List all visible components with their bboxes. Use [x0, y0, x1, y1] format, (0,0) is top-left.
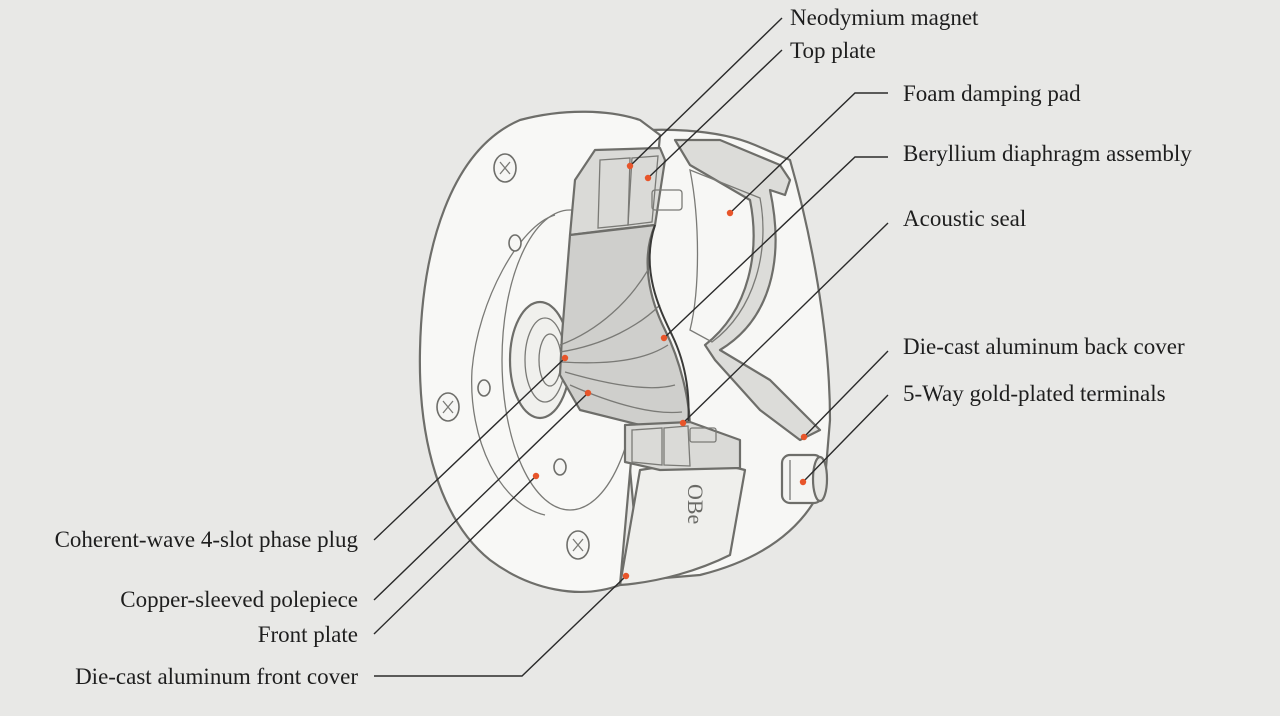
leader-front-cover — [374, 575, 627, 677]
label-gold-plated-terminals: 5-Way gold-plated terminals — [903, 381, 1166, 406]
top-plate-block — [627, 155, 659, 226]
label-beryllium-diaphragm-assembly: Beryllium diaphragm assembly — [903, 141, 1192, 166]
cutaway-lower-block — [623, 420, 742, 472]
dot-beryllium-diaphragm — [660, 334, 668, 342]
phase-plug-slots — [559, 269, 683, 414]
label-foam-damping-pad: Foam damping pad — [903, 81, 1081, 106]
dot-neodymium-magnet — [626, 162, 634, 170]
terminal-post — [780, 453, 829, 505]
label-phase-plug: Coherent-wave 4-slot phase plug — [55, 527, 359, 552]
foam-pad-area — [689, 168, 764, 343]
dot-polepiece — [584, 389, 592, 397]
leader-acoustic-seal — [682, 222, 889, 424]
marker-dots — [532, 162, 808, 580]
upper-coil — [651, 189, 683, 211]
label-neodymium-magnet: Neodymium magnet — [790, 5, 979, 30]
tweeter-illustration: OBe — [418, 110, 832, 593]
leader-foam-damping-pad — [729, 92, 888, 214]
dot-foam-damping-pad — [726, 209, 734, 217]
dot-acoustic-seal — [679, 419, 687, 427]
leader-neodymium-magnet — [629, 17, 783, 167]
leader-phase-plug — [373, 357, 566, 541]
dot-top-plate — [644, 174, 652, 182]
leader-lines — [373, 17, 889, 677]
rim-engraving: OBe — [683, 484, 708, 524]
dot-back-cover — [800, 433, 808, 441]
label-acoustic-seal: Acoustic seal — [903, 206, 1026, 231]
leader-terminals — [802, 394, 889, 483]
face-inner-ring — [471, 214, 556, 516]
leader-top-plate — [647, 49, 783, 179]
callout-labels: Neodymium magnet Top plate Foam damping … — [55, 5, 1193, 689]
leader-back-cover — [803, 350, 889, 438]
label-die-cast-aluminum-front-cover: Die-cast aluminum front cover — [75, 664, 358, 689]
dot-front-plate — [532, 472, 540, 480]
label-copper-sleeved-polepiece: Copper-sleeved polepiece — [120, 587, 358, 612]
label-top-plate: Top plate — [790, 38, 876, 63]
label-front-plate: Front plate — [258, 622, 358, 647]
diaphragm-dome — [648, 224, 690, 431]
leader-polepiece — [373, 392, 589, 601]
label-die-cast-aluminum-back-cover: Die-cast aluminum back cover — [903, 334, 1185, 359]
leader-beryllium-diaphragm — [663, 156, 888, 339]
faceplate-screws — [436, 153, 590, 560]
dot-terminals — [799, 478, 807, 486]
leader-front-plate — [373, 475, 537, 635]
dot-phase-plug — [561, 354, 569, 362]
dot-front-cover — [622, 572, 630, 580]
